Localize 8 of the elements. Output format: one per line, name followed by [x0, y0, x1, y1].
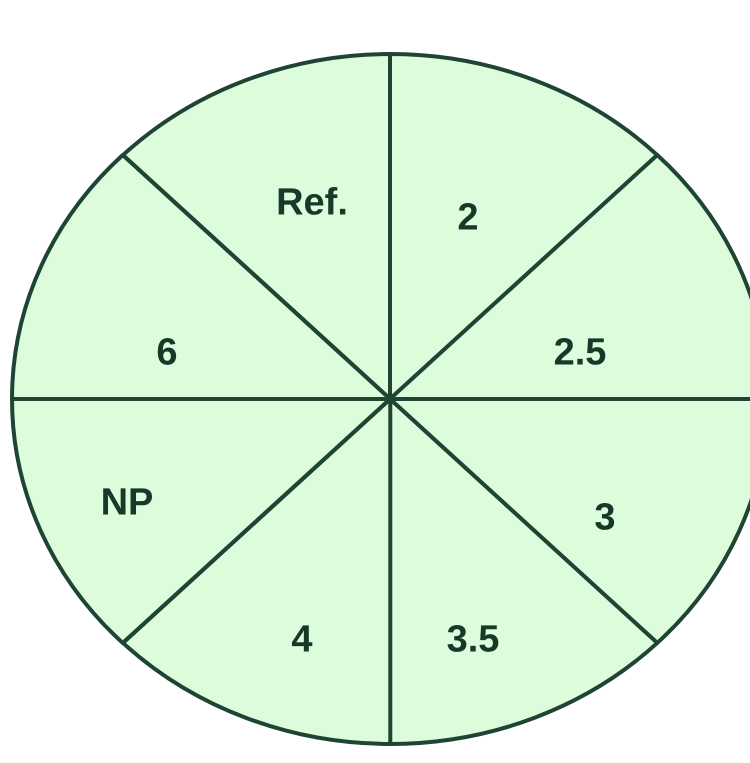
sector-label: NP: [100, 482, 154, 524]
sector-label: 3: [594, 496, 616, 540]
sector-label: 3.5: [446, 618, 500, 662]
sector-label: 4: [291, 618, 313, 662]
sector-label: Ref.: [276, 182, 348, 224]
sector-label: 6: [156, 331, 178, 374]
sector-label: 2.5: [554, 331, 606, 374]
sector-label: 2: [457, 196, 479, 240]
